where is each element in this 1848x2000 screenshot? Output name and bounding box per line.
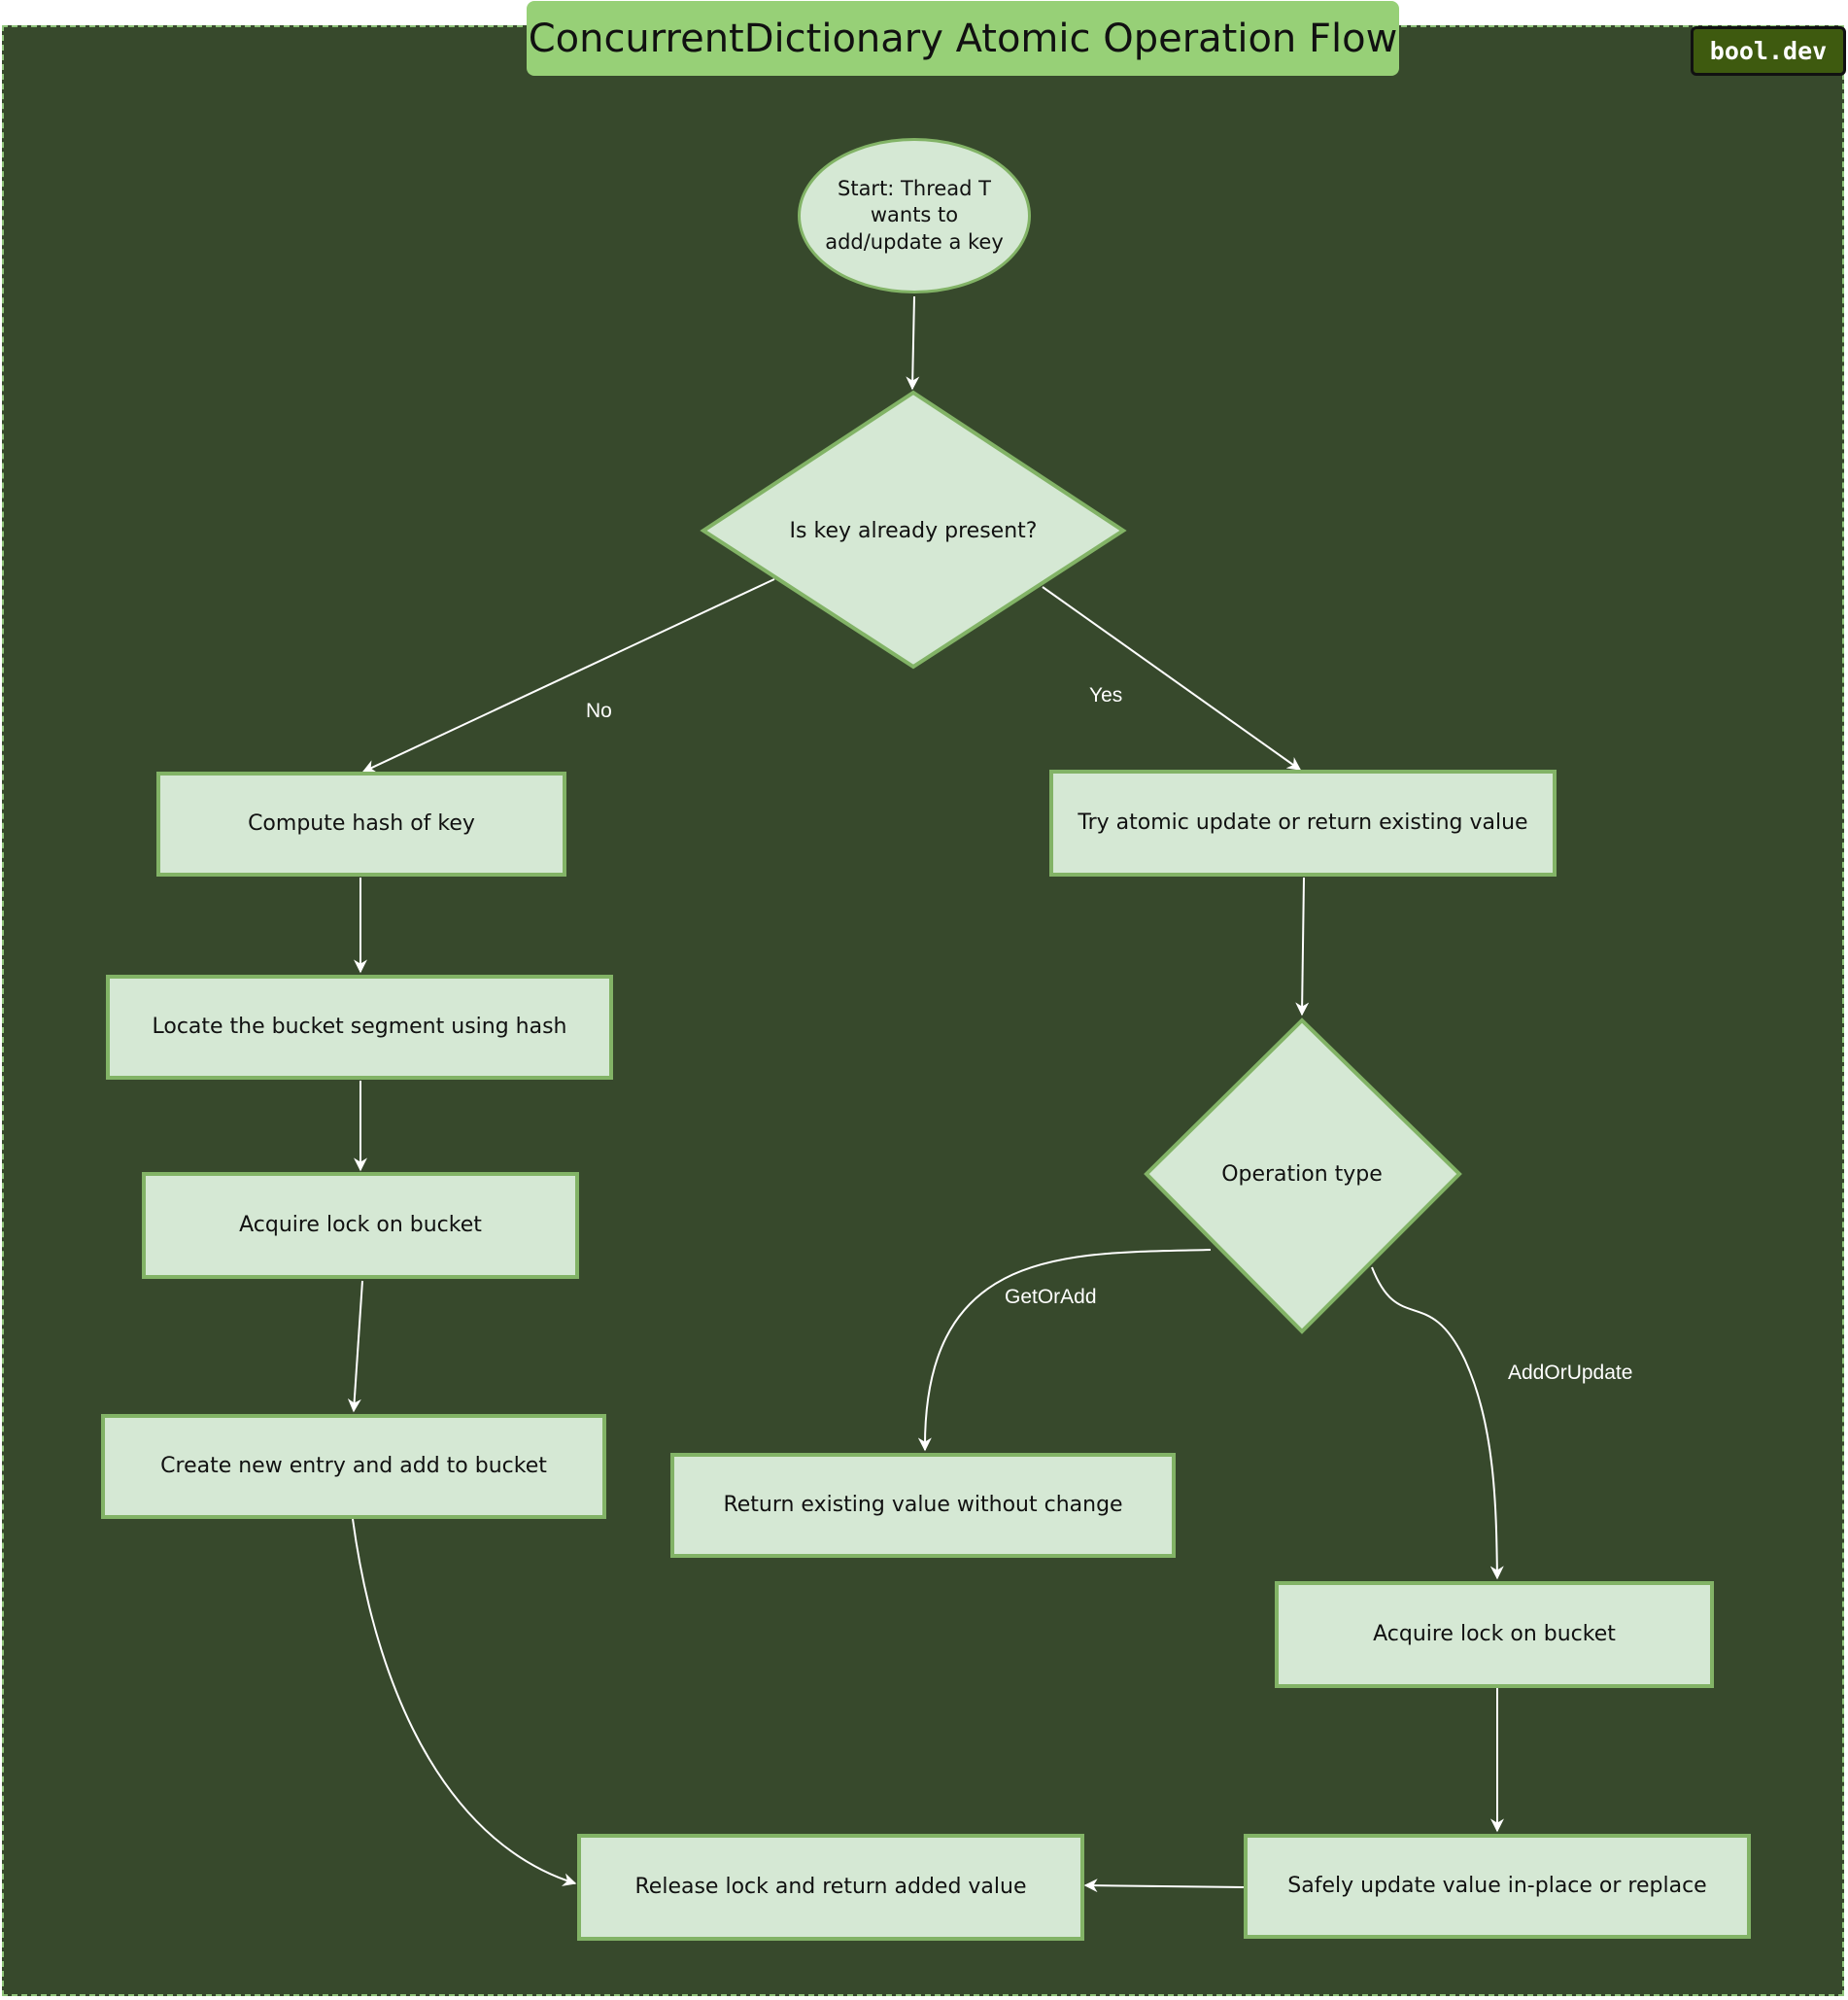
edge-label-addorupdate: AddOrUpdate (1508, 1362, 1633, 1384)
node-safely-update: Safely update value in-place or replace (1244, 1834, 1751, 1939)
node-try-atomic: Try atomic update or return existing val… (1049, 770, 1557, 877)
node-locate-bucket: Locate the bucket segment using hash (106, 975, 613, 1080)
node-release-lock: Release lock and return added value (577, 1834, 1084, 1941)
edge-acquire-left-to-create (347, 1280, 363, 1413)
node-start: Start: Thread T wants to add/update a ke… (798, 138, 1031, 293)
edge-no-to-compute-hash (361, 578, 775, 773)
node-compute-hash: Compute hash of key (156, 772, 566, 877)
edge-safely-update-to-release (1083, 1879, 1245, 1893)
diamond-operation-type-shape (1144, 1017, 1462, 1334)
edge-addorupdate-to-acquire-right (1371, 1266, 1504, 1580)
diagram-title: ConcurrentDictionary Atomic Operation Fl… (527, 1, 1399, 76)
node-return-existing: Return existing value without change (670, 1453, 1176, 1558)
edge-yes-to-try-atomic (1042, 586, 1302, 771)
brand-badge[interactable]: bool.dev (1691, 26, 1846, 76)
edge-try-to-operation-type (1295, 877, 1310, 1017)
edge-label-yes: Yes (1089, 684, 1123, 707)
edge-create-to-release (352, 1518, 577, 1886)
node-key-present-label: Is key already present? (789, 518, 1038, 543)
node-acquire-lock-left: Acquire lock on bucket (142, 1172, 579, 1279)
node-acquire-lock-right: Acquire lock on bucket (1275, 1581, 1714, 1688)
node-create-entry: Create new entry and add to bucket (101, 1414, 606, 1519)
node-operation-type-label: Operation type (1221, 1161, 1383, 1187)
edge-getoradd-to-return-existing (917, 1249, 1212, 1452)
edge-label-getoradd: GetOrAdd (1005, 1286, 1097, 1308)
edge-start-to-key-present (906, 295, 920, 391)
diamond-key-present-shape (700, 390, 1127, 670)
edge-label-no: No (586, 700, 612, 722)
